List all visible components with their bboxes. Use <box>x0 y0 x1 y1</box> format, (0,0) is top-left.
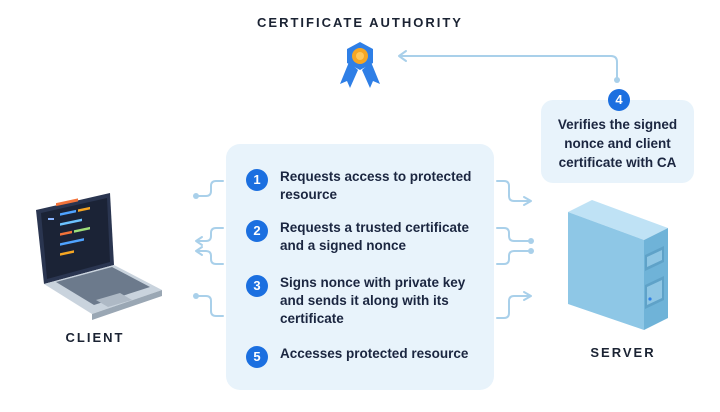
step-2: 2 Requests a trusted certificate and a s… <box>246 219 486 255</box>
step-line: certificate with CA <box>541 153 694 172</box>
step-line: and sends it along with its <box>280 292 465 310</box>
step-line: Requests a trusted certificate <box>280 219 469 237</box>
step-number-badge: 4 <box>608 89 630 111</box>
step-line: Requests access to protected <box>280 168 471 186</box>
laptop-icon <box>36 193 162 320</box>
step-text: Requests access to protected resource <box>280 168 471 204</box>
certificate-ribbon-icon <box>340 42 380 88</box>
step-number-badge: 1 <box>246 169 268 191</box>
ca-verification-connector <box>399 51 620 83</box>
steps-panel: 1 Requests access to protected resource … <box>226 144 494 390</box>
step-line: nonce and client <box>541 134 694 153</box>
step-1: 1 Requests access to protected resource <box>246 168 486 204</box>
step-text: Accesses protected resource <box>280 345 468 363</box>
step-5: 5 Accesses protected resource <box>246 345 486 368</box>
step-number-badge: 5 <box>246 346 268 368</box>
server-label: SERVER <box>568 345 678 360</box>
step-number-badge: 2 <box>246 220 268 242</box>
client-label: CLIENT <box>40 330 150 345</box>
step-line: and a signed nonce <box>280 237 469 255</box>
step-3: 3 Signs nonce with private key and sends… <box>246 274 486 328</box>
step-line: certificate <box>280 310 465 328</box>
client-connectors <box>193 181 223 316</box>
step-line: Signs nonce with private key <box>280 274 465 292</box>
ca-title: CERTIFICATE AUTHORITY <box>0 15 720 30</box>
server-tower-icon <box>568 200 668 330</box>
server-connectors <box>497 181 534 318</box>
ca-verification-panel: 4 Verifies the signed nonce and client c… <box>541 100 694 183</box>
step-text: Signs nonce with private key and sends i… <box>280 274 465 328</box>
step-text: Requests a trusted certificate and a sig… <box>280 219 469 255</box>
step-line: Accesses protected resource <box>280 345 468 363</box>
step-text: Verifies the signed nonce and client cer… <box>541 115 694 172</box>
step-line: Verifies the signed <box>541 115 694 134</box>
step-number-badge: 3 <box>246 275 268 297</box>
step-line: resource <box>280 186 471 204</box>
